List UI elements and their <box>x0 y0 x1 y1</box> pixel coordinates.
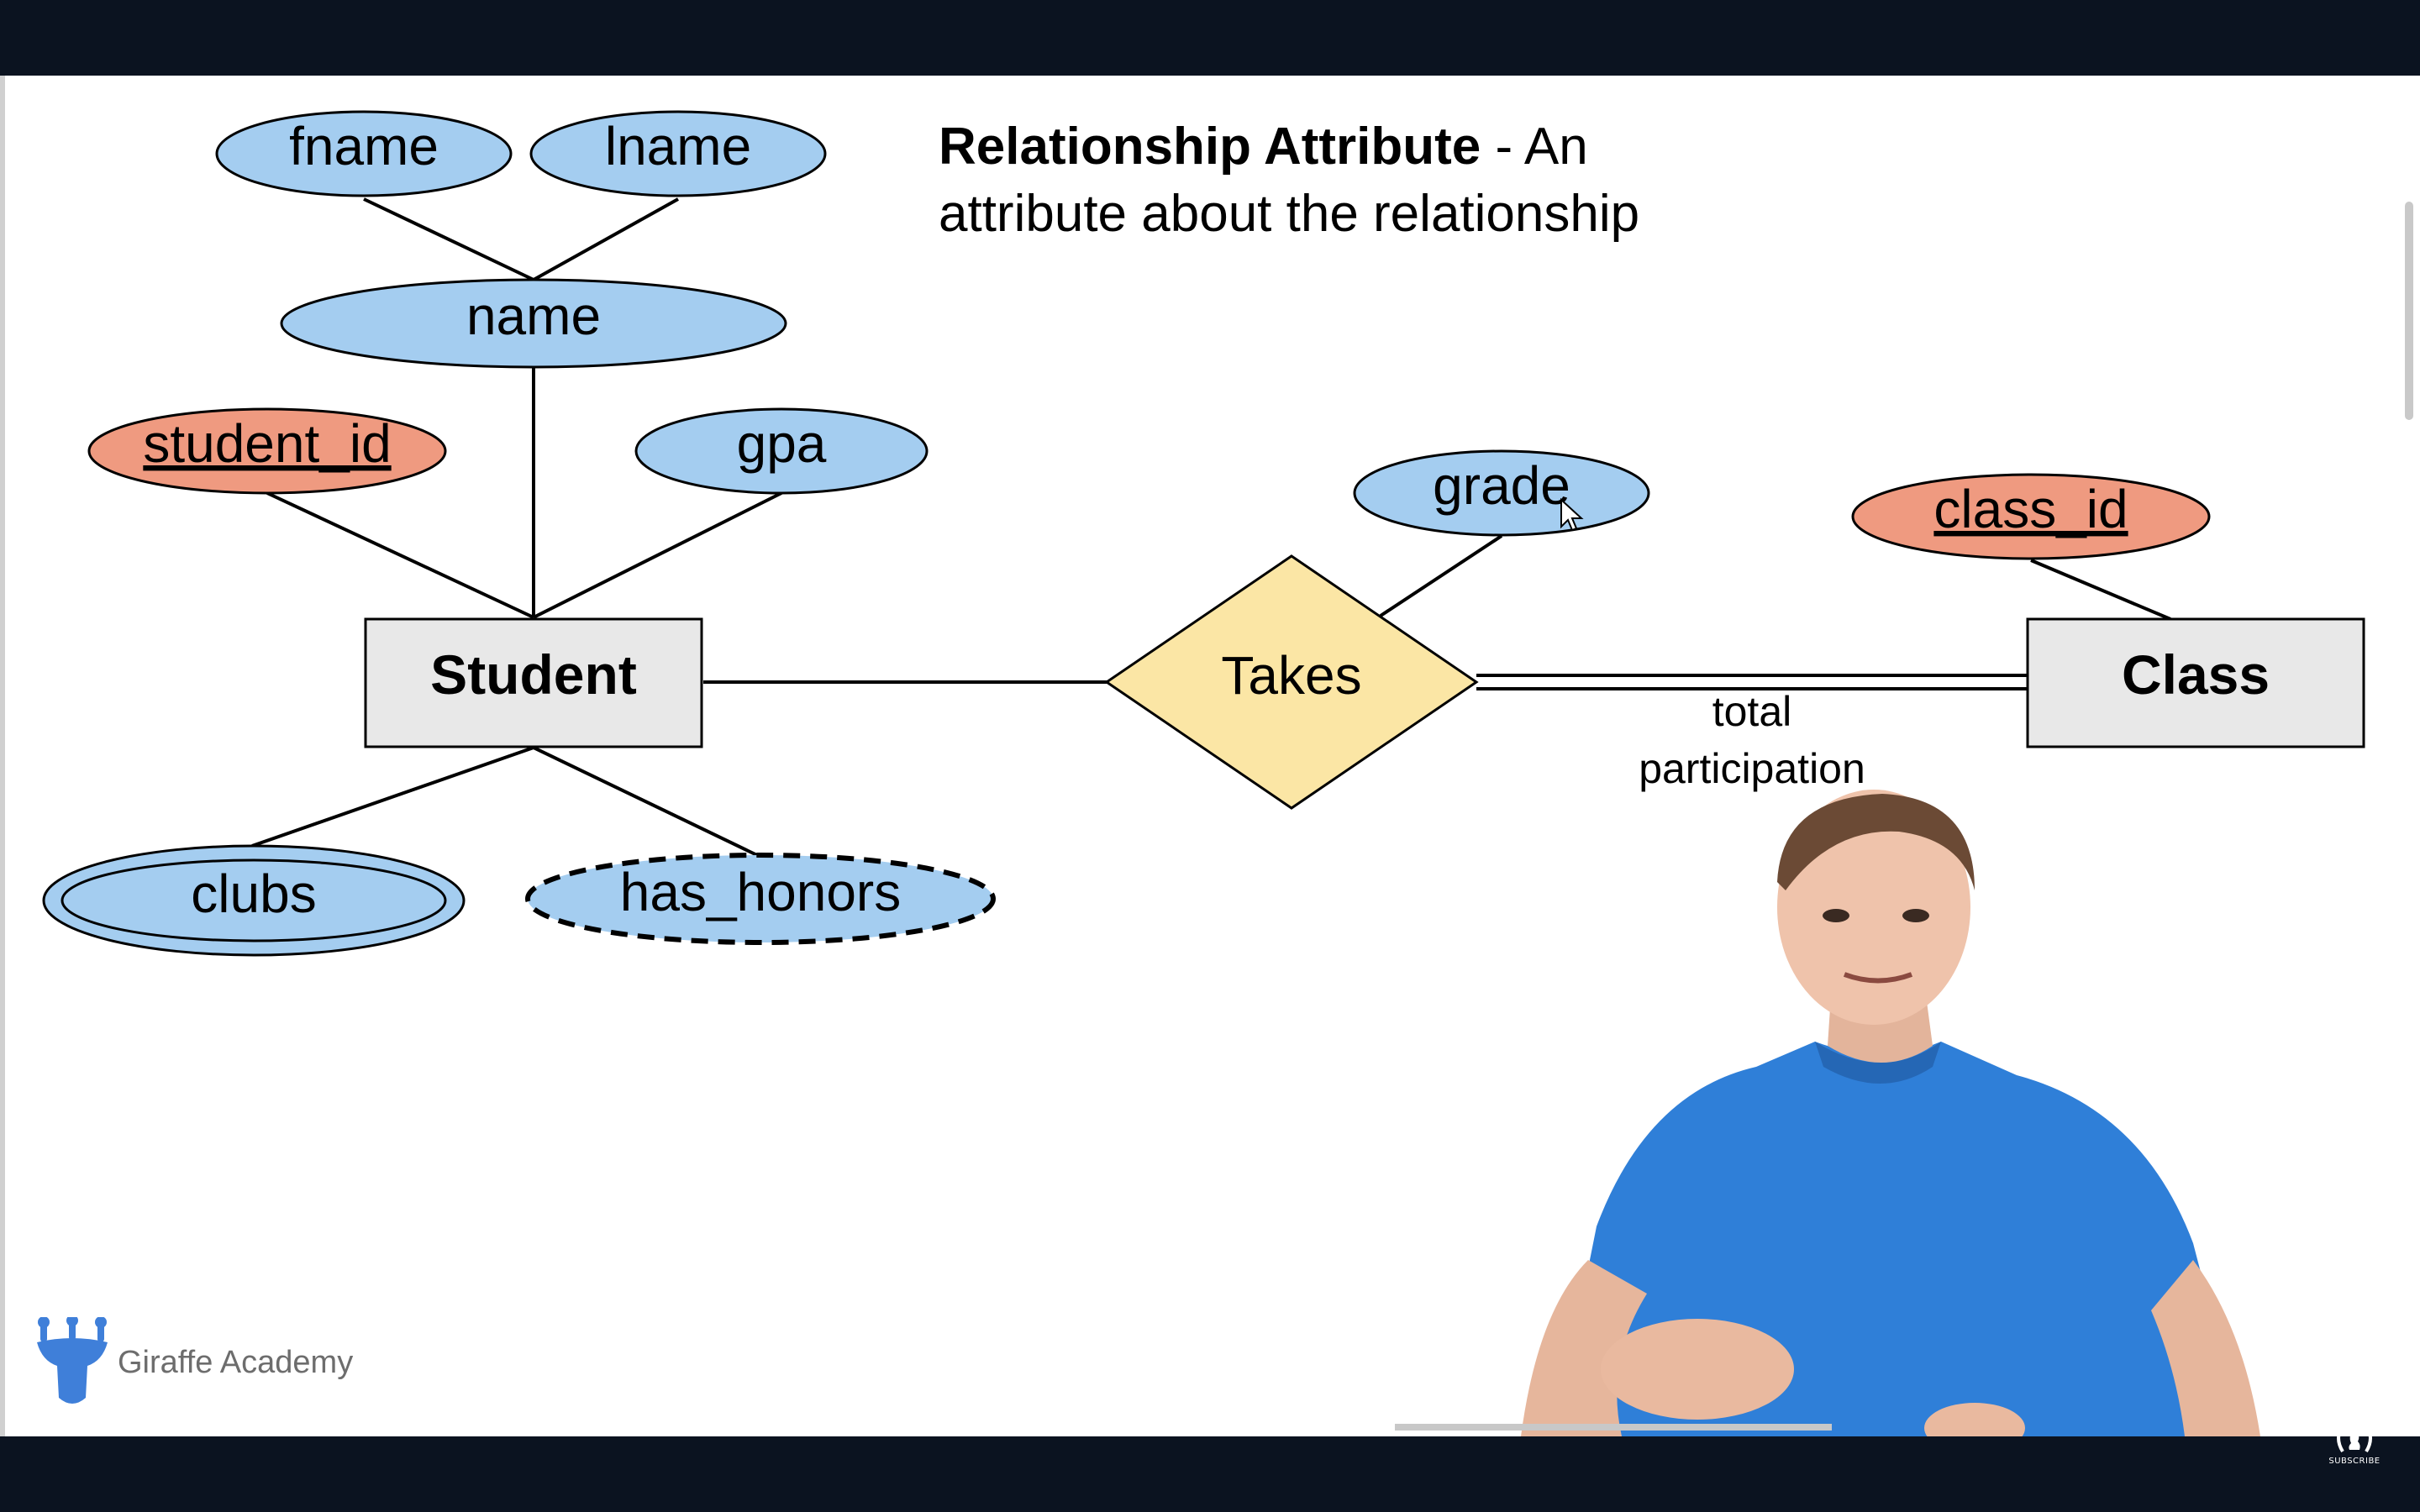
channel-logo-icon <box>2337 1423 2372 1452</box>
attribute-clubs-multivalued: clubs <box>42 844 466 957</box>
video-progress-bar[interactable] <box>1395 1424 1832 1431</box>
line-studentid-student <box>266 491 534 619</box>
slide-title-rest: - An <box>1481 118 1588 176</box>
entity-class: Class <box>2026 617 2365 748</box>
presenter-video <box>1521 790 2260 1436</box>
slide-left-border <box>0 76 5 1436</box>
attribute-fname: fname <box>215 110 513 197</box>
presenter-hands <box>1601 1319 1794 1420</box>
slide-title-line-1: Relationship Attribute - An <box>939 118 1588 176</box>
attribute-class-id: class_id <box>1851 473 2211 560</box>
attribute-has-honors-derived: has_honors <box>525 853 996 945</box>
student-label: Student <box>430 643 637 706</box>
gpa-label: gpa <box>737 413 827 474</box>
line-student-clubs <box>251 746 534 848</box>
line-takes-grade <box>1379 534 1503 617</box>
right-eye <box>1902 909 1929 922</box>
class-id-label: class_id <box>1933 479 2128 539</box>
fname-label: fname <box>289 116 439 176</box>
lname-label: lname <box>605 116 751 176</box>
entity-student: Student <box>364 617 703 748</box>
attribute-student-id: student_id <box>87 407 447 495</box>
shirt-collar <box>1815 1042 1941 1084</box>
connector-lines <box>251 197 2171 858</box>
subscribe-button[interactable]: SUBSCRIBE <box>2326 1415 2383 1472</box>
giraffe-icon <box>37 1317 108 1404</box>
relationship-takes: Takes <box>1104 554 1479 810</box>
line-classid-class <box>2030 559 2171 621</box>
slide-title-bold: Relationship Attribute <box>939 118 1481 176</box>
line-lname-name <box>533 197 679 281</box>
presenter-right-hand <box>1924 1403 2025 1436</box>
attribute-lname: lname <box>529 110 827 197</box>
subscribe-label: SUBSCRIBE <box>2328 1456 2381 1466</box>
attribute-name: name <box>280 278 787 369</box>
left-eye <box>1823 909 1849 922</box>
er-diagram: fname lname name student_id gpa club <box>0 76 2420 1436</box>
mouth <box>1843 972 1913 984</box>
slide: fname lname name student_id gpa club <box>0 76 2420 1436</box>
attribute-gpa: gpa <box>634 407 929 495</box>
line-fname-name <box>363 197 534 281</box>
slide-scrollbar[interactable] <box>2405 202 2413 420</box>
clubs-label: clubs <box>191 864 316 924</box>
has-honors-label: has_honors <box>620 862 901 922</box>
student-id-label: student_id <box>143 413 391 474</box>
grade-label: grade <box>1433 455 1570 516</box>
logo-text: Giraffe Academy <box>118 1344 354 1380</box>
presenter-right-arm <box>2151 1260 2260 1436</box>
giraffe-academy-logo: Giraffe Academy <box>32 1317 353 1408</box>
attribute-grade: grade <box>1353 449 1650 537</box>
participation-label-line-2: participation <box>1639 745 1865 792</box>
line-student-hashonors <box>533 746 761 858</box>
takes-label: Takes <box>1221 645 1361 706</box>
name-label: name <box>466 286 601 346</box>
class-label: Class <box>2122 643 2270 706</box>
slide-title-line-2: attribute about the relationship <box>939 185 1639 243</box>
presenter-hair <box>1777 794 1975 890</box>
participation-label-line-1: total <box>1712 688 1792 735</box>
line-gpa-student <box>533 491 782 619</box>
mouse-cursor-icon <box>1560 497 1584 532</box>
